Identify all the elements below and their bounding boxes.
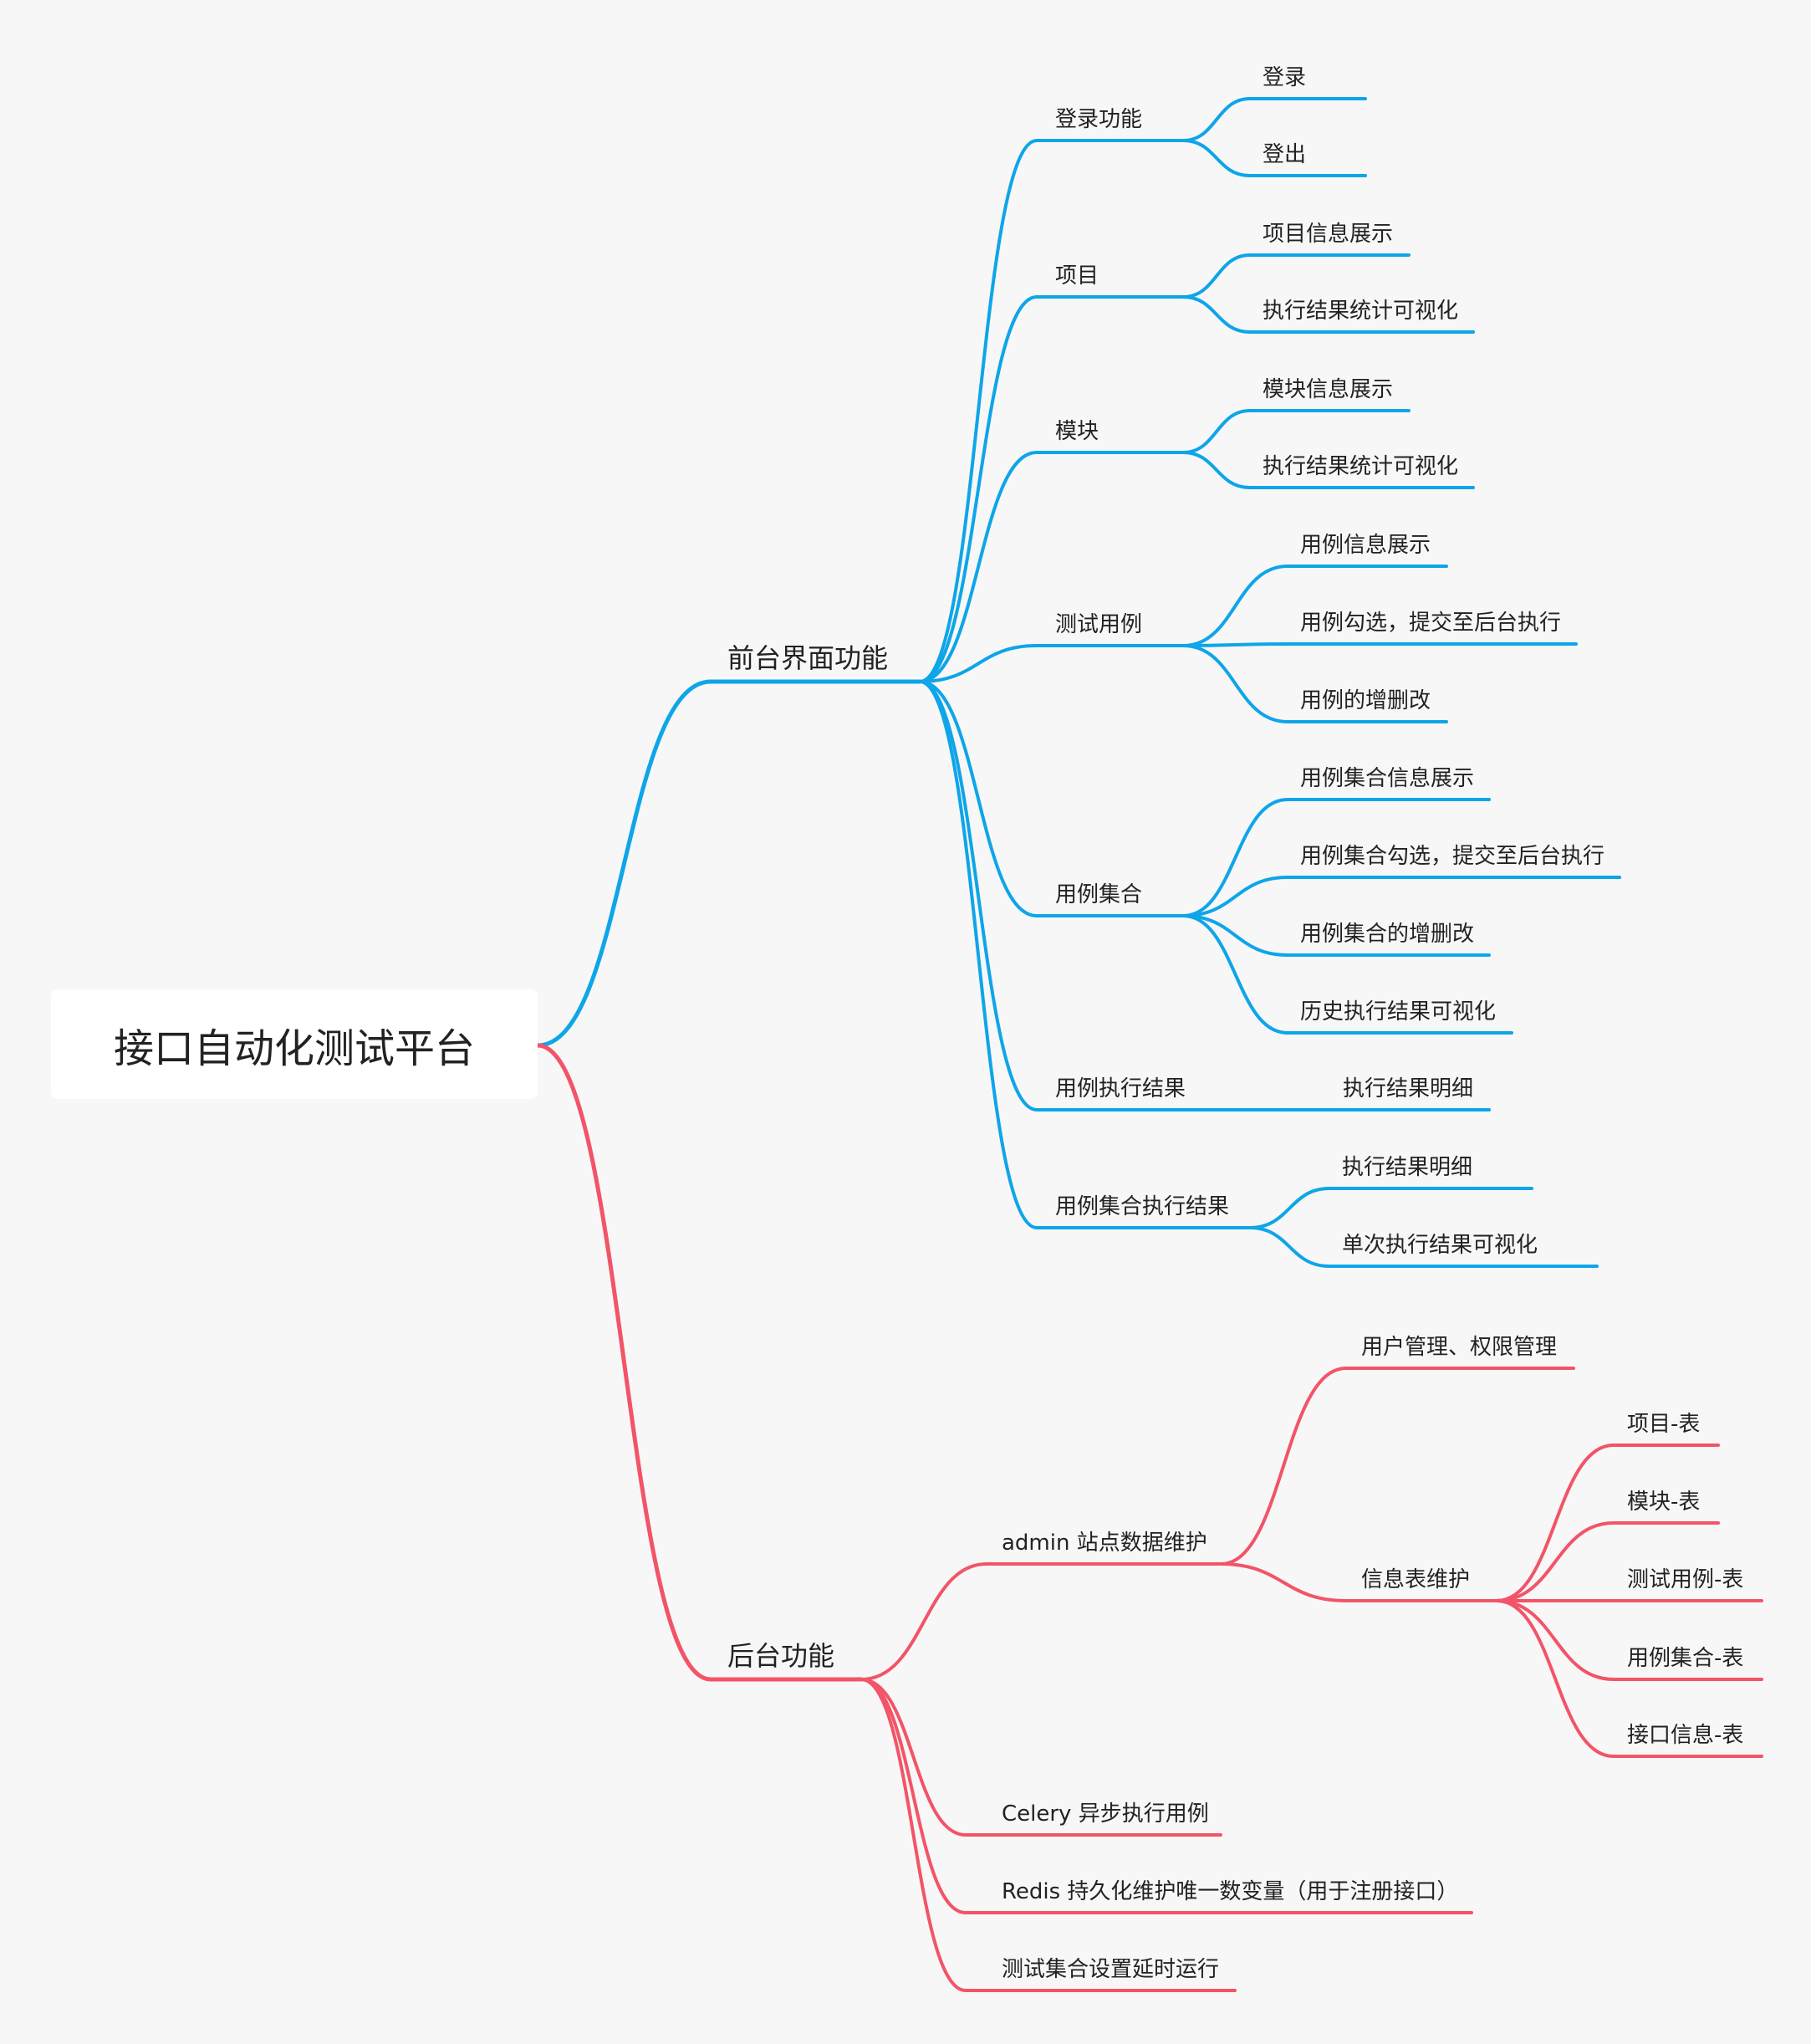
root-label: 接口自动化测试平台 [113,1025,475,1072]
connector-root-frontend [535,679,713,1048]
fe-leaf-1-0[interactable]: 项目信息展示 [1263,222,1394,247]
root-node[interactable]: 接口自动化测试平台 [51,989,538,1099]
connector-fe-4-0 [1181,798,1289,917]
connector-backend-2 [860,1678,967,1914]
fe-leaf-0-0[interactable]: 登录 [1263,65,1307,90]
connector-fe-6-0 [1248,1187,1331,1229]
connector-frontend-3 [918,644,1038,683]
be-node-1[interactable]: Celery 异步执行用例 [1002,1801,1209,1827]
fe-leaf-1-1[interactable]: 执行结果统计可视化 [1263,299,1459,324]
connector-fe-3-2 [1181,644,1289,723]
connector-backend-1 [860,1678,967,1837]
fe-leaf-2-0[interactable]: 模块信息展示 [1263,377,1394,402]
connector-fe-6-1 [1248,1226,1331,1268]
be-node-0[interactable]: admin 站点数据维护 [1002,1530,1207,1556]
fe-leaf-4-2[interactable]: 用例集合的增删改 [1300,922,1475,947]
connector-frontend-4 [918,680,1038,917]
connector-fe-3-1 [1181,642,1289,647]
connector-frontend-5 [918,680,1038,1111]
connector-backend-3 [860,1678,967,1992]
connector-fe-3-0 [1181,565,1289,647]
connector-be-0-1-0 [1495,1444,1615,1602]
fe-leaf-4-1[interactable]: 用例集合勾选，提交至后台执行 [1300,844,1605,869]
connector-frontend-0 [918,139,1038,683]
fe-leaf-4-0[interactable]: 用例集合信息展示 [1300,766,1475,791]
fe-leaf-3-2[interactable]: 用例的增删改 [1300,688,1431,713]
fe-leaf-6-1[interactable]: 单次执行结果可视化 [1342,1233,1538,1258]
connector-frontend-2 [918,451,1038,683]
connector-fe-0-0 [1181,97,1252,142]
connector-fe-1-1 [1181,295,1252,334]
connector-root-backend [535,1043,713,1682]
connector-fe-2-0 [1181,409,1252,454]
be-node-2[interactable]: Redis 持久化维护唯一数变量（用于注册接口） [1002,1879,1459,1904]
connector-be-0-1 [1219,1562,1348,1602]
branch-backend-label[interactable]: 后台功能 [727,1640,835,1672]
fe-node-6[interactable]: 用例集合执行结果 [1055,1194,1230,1219]
be-leaf-0-0[interactable]: 用户管理、权限管理 [1361,1335,1558,1360]
fe-node-2[interactable]: 模块 [1055,419,1099,444]
fe-node-4[interactable]: 用例集合 [1055,882,1143,907]
fe-leaf-2-1[interactable]: 执行结果统计可视化 [1263,454,1459,479]
be-table-0[interactable]: 项目-表 [1627,1412,1701,1437]
fe-leaf-0-1[interactable]: 登出 [1263,142,1307,167]
connector-frontend-1 [918,295,1038,683]
be-table-4[interactable]: 接口信息-表 [1627,1723,1744,1748]
be-table-1[interactable]: 模块-表 [1627,1490,1701,1515]
fe-leaf-4-3[interactable]: 历史执行结果可视化 [1300,999,1497,1025]
fe-node-3[interactable]: 测试用例 [1055,612,1143,637]
fe-leaf-5-0[interactable]: 执行结果明细 [1343,1076,1474,1101]
be-table-2[interactable]: 测试用例-表 [1627,1567,1744,1592]
connector-fe-0-1 [1181,139,1252,177]
fe-node-5[interactable]: 用例执行结果 [1055,1076,1186,1101]
fe-leaf-6-0[interactable]: 执行结果明细 [1342,1155,1473,1180]
branch-frontend-label[interactable]: 前台界面功能 [727,642,889,674]
be-node-0-1[interactable]: 信息表维护 [1361,1567,1471,1592]
connector-backend-0 [860,1562,988,1681]
connector-fe-4-3 [1181,914,1289,1035]
fe-node-0[interactable]: 登录功能 [1055,107,1143,132]
connector-fe-4-1 [1181,876,1289,917]
be-table-3[interactable]: 用例集合-表 [1627,1646,1744,1671]
connector-be-0-0 [1219,1367,1348,1566]
connector-be-0-1-3 [1495,1599,1615,1681]
fe-leaf-3-1[interactable]: 用例勾选，提交至后台执行 [1300,611,1562,636]
connector-frontend-6 [918,680,1038,1229]
be-node-3[interactable]: 测试集合设置延时运行 [1002,1957,1220,1982]
connector-fe-1-0 [1181,253,1252,299]
fe-node-1[interactable]: 项目 [1055,263,1099,289]
connector-be-0-1-4 [1495,1599,1615,1758]
connector-fe-4-2 [1181,914,1289,957]
connector-fe-2-1 [1181,451,1252,489]
connector-be-0-1-1 [1495,1521,1615,1602]
fe-leaf-3-0[interactable]: 用例信息展示 [1300,533,1431,558]
